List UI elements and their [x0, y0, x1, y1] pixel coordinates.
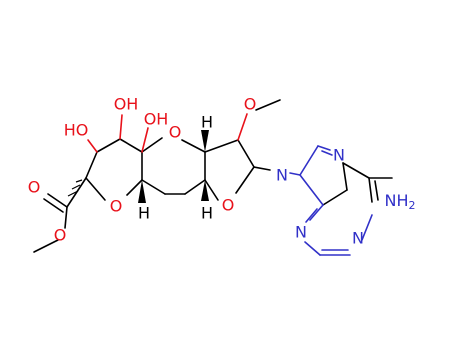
bond — [33, 239, 59, 253]
atom-label-hydrogen: H — [138, 204, 150, 223]
bond — [85, 151, 98, 179]
bond — [235, 166, 255, 194]
bond — [184, 179, 206, 195]
atom-label-hydroxyl: OH — [144, 110, 169, 129]
bond — [43, 198, 64, 213]
atom-label-ring-oxygen: O — [110, 197, 123, 216]
bond — [253, 166, 271, 171]
bond-ring — [317, 145, 331, 151]
bond — [374, 180, 379, 201]
bond — [368, 177, 373, 203]
atom-label-nitrogen: N — [352, 229, 364, 248]
atom-label-carbonyl-oxygen: O — [28, 178, 41, 197]
oxygen-bond-layer — [87, 113, 248, 153]
bond-oh — [87, 139, 98, 153]
wedge-bond — [201, 130, 209, 152]
bond — [322, 189, 348, 206]
bond — [141, 179, 166, 195]
bond-oh — [141, 127, 149, 153]
bond — [85, 177, 106, 201]
bond-methoxy — [237, 113, 248, 141]
atom-label-methoxy-oxygen: O — [244, 95, 257, 114]
bond — [342, 162, 348, 191]
hash-bond — [67, 179, 83, 197]
wedge-bond — [138, 180, 146, 203]
bond — [204, 179, 219, 201]
bond-ring — [321, 150, 333, 156]
bond — [126, 179, 143, 196]
bond-ring — [309, 204, 324, 221]
bond — [64, 206, 68, 229]
atom-label-nitrogen: N — [295, 223, 307, 242]
bond-ring — [304, 241, 321, 256]
bond — [204, 139, 239, 153]
atom-label-ring-oxygen: O — [169, 123, 182, 142]
atom-label-nitrogen: N — [276, 166, 288, 185]
nitrogen-bond-layer — [289, 145, 373, 256]
bond-ring — [299, 145, 319, 176]
atom-label-nitrogen: N — [333, 146, 345, 165]
bond — [47, 193, 68, 208]
wedge-bond — [201, 180, 209, 201]
atom-label-furan-oxygen: O — [222, 196, 235, 215]
atom-label-hydrogen: H — [201, 204, 213, 223]
atom-label-layer: HO OH OH O H O N N NH2 O O O H H O N N — [28, 95, 416, 248]
atom-label-ester-oxygen: O — [54, 226, 67, 245]
atom-label-hydroxyl: HO — [64, 121, 89, 140]
atom-label-amine: NH2 — [385, 191, 416, 212]
bond — [119, 138, 143, 153]
bond — [66, 177, 87, 208]
bond — [237, 139, 255, 168]
bond — [96, 138, 121, 153]
bond-oh — [119, 114, 123, 140]
atom-label-hydroxyl: OH — [114, 95, 139, 114]
bond — [181, 139, 206, 153]
bond — [255, 99, 281, 111]
bond-n9 — [289, 172, 301, 176]
bond — [342, 162, 370, 179]
atom-label-hydrogen: H — [201, 113, 213, 132]
stereo-layer — [67, 130, 209, 203]
bond-layer — [33, 99, 393, 253]
bond-ring — [299, 174, 324, 206]
bond-ring — [305, 208, 318, 223]
bond — [141, 137, 163, 153]
bond-ring — [361, 214, 373, 241]
